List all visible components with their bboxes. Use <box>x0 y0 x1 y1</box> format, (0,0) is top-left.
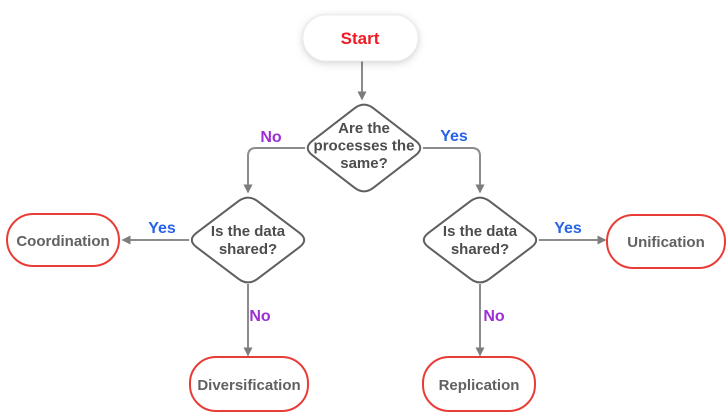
outcome-label: Coordination <box>16 233 109 250</box>
edges <box>121 61 607 357</box>
outcome-label: Diversification <box>197 377 300 394</box>
edge-label-yes-right: Yes <box>554 220 582 237</box>
decision-text-line: shared? <box>451 241 509 258</box>
outcome-pill <box>189 356 309 412</box>
edge-top-decision-no-to-left-decision <box>243 147 305 194</box>
node-outcome-unification: Unification <box>606 214 726 269</box>
outcome-pill <box>6 213 120 267</box>
outcome-label: Replication <box>439 377 520 394</box>
edge-label-yes-top-right: Yes <box>440 128 468 145</box>
edge-label-yes-left: Yes <box>148 220 176 237</box>
outcome-pill <box>606 214 726 269</box>
node-decision-data-shared-left: Is the data shared? <box>190 196 306 284</box>
decision-text-line: Is the data <box>211 223 286 240</box>
outcome-pill <box>422 356 536 412</box>
edge-label-no-right-down: No <box>483 308 505 325</box>
decision-text-line: Is the data <box>443 223 518 240</box>
start-label: Start <box>341 29 380 48</box>
decision-diamond <box>306 103 422 193</box>
start-pill <box>302 14 419 62</box>
decision-text-line: same? <box>340 155 388 172</box>
edge-labels: No Yes Yes No Yes No <box>148 128 582 325</box>
decision-text-line: processes the <box>314 138 415 155</box>
node-start: Start <box>302 14 419 62</box>
node-outcome-coordination: Coordination <box>6 213 120 267</box>
outcome-label: Unification <box>627 234 705 251</box>
decision-text-line: Are the <box>338 120 390 137</box>
decision-diamond <box>422 196 538 284</box>
decision-text-line: shared? <box>219 241 277 258</box>
decision-diamond <box>190 196 306 284</box>
edge-label-no-top-left: No <box>260 129 282 146</box>
node-outcome-replication: Replication <box>422 356 536 412</box>
node-decision-data-shared-right: Is the data shared? <box>422 196 538 284</box>
edge-top-decision-yes-to-right-decision <box>423 147 485 194</box>
node-outcome-diversification: Diversification <box>189 356 309 412</box>
node-decision-processes-same: Are the processes the same? <box>306 103 422 193</box>
edge-label-no-left-down: No <box>249 308 271 325</box>
